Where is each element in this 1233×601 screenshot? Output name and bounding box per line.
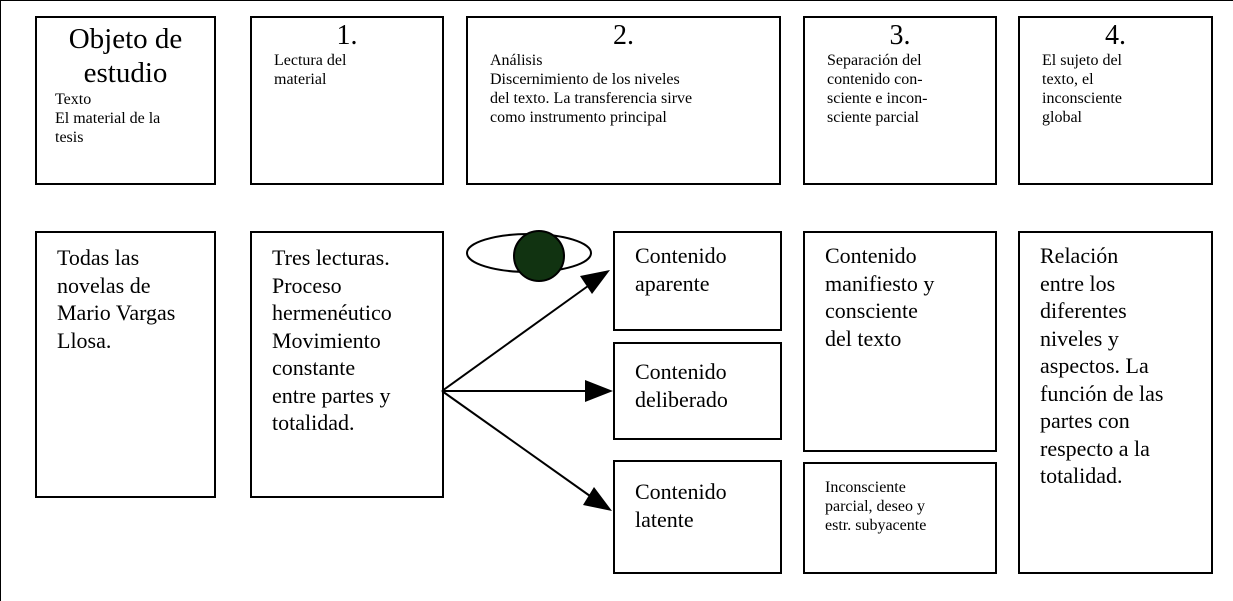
header-step3-box: 3. Separación del contenido con- sciente… <box>803 16 997 185</box>
step1-text: Lectura del material <box>274 52 347 88</box>
header-step4-box: 4. El sujeto del texto, el inconsciente … <box>1018 16 1213 185</box>
header-object-box: Objeto de estudio Texto El material de l… <box>35 16 216 185</box>
step4-text: El sujeto del texto, el inconsciente glo… <box>1042 52 1122 126</box>
object-title: Objeto de estudio <box>68 23 183 89</box>
step4-number: 4. <box>1105 20 1126 51</box>
step2-number: 2. <box>613 20 634 51</box>
relation-content-text: Relación entre los diferentes niveles y … <box>1040 243 1164 488</box>
step2-text: Análisis Discernimiento de los niveles d… <box>490 52 693 126</box>
object-content-text: Todas las novelas de Mario Vargas Llosa. <box>57 245 176 353</box>
step3-number: 3. <box>889 20 911 51</box>
arrow-to-deliberate <box>442 380 613 402</box>
manifest-content-box: Contenido manifiesto y consciente del te… <box>803 231 997 452</box>
step3-text: Separación del contenido con- sciente e … <box>827 52 928 126</box>
unconscious-text: Inconsciente parcial, deseo y estr. suby… <box>825 479 927 534</box>
object-subtext: Texto El material de la tesis <box>55 91 161 146</box>
content-latent-text: Contenido latente <box>635 479 727 532</box>
relation-content-box: Relación entre los diferentes niveles y … <box>1018 231 1213 574</box>
eye-icon <box>466 230 592 282</box>
content-deliberate-text: Contenido deliberado <box>635 359 728 412</box>
content-apparent-text: Contenido aparente <box>635 243 727 296</box>
content-latent-box: Contenido latente <box>613 460 782 574</box>
unconscious-box: Inconsciente parcial, deseo y estr. suby… <box>803 462 997 574</box>
arrow-to-latent <box>441 390 612 511</box>
reading-content-text: Tres lecturas. Proceso hermenéutico Movi… <box>272 245 392 435</box>
object-content-box: Todas las novelas de Mario Vargas Llosa. <box>35 231 216 498</box>
step1-number: 1. <box>336 20 358 51</box>
content-apparent-box: Contenido aparente <box>613 231 782 331</box>
header-step1-box: 1. Lectura del material <box>250 16 444 185</box>
arrow-to-apparent <box>441 270 610 392</box>
reading-content-box: Tres lecturas. Proceso hermenéutico Movi… <box>250 231 444 498</box>
header-step2-box: 2. Análisis Discernimiento de los nivele… <box>466 16 781 185</box>
frame-left-line <box>0 0 1 601</box>
manifest-content-text: Contenido manifiesto y consciente del te… <box>825 243 935 351</box>
frame-top-line <box>0 0 1233 1</box>
content-deliberate-box: Contenido deliberado <box>613 342 782 440</box>
